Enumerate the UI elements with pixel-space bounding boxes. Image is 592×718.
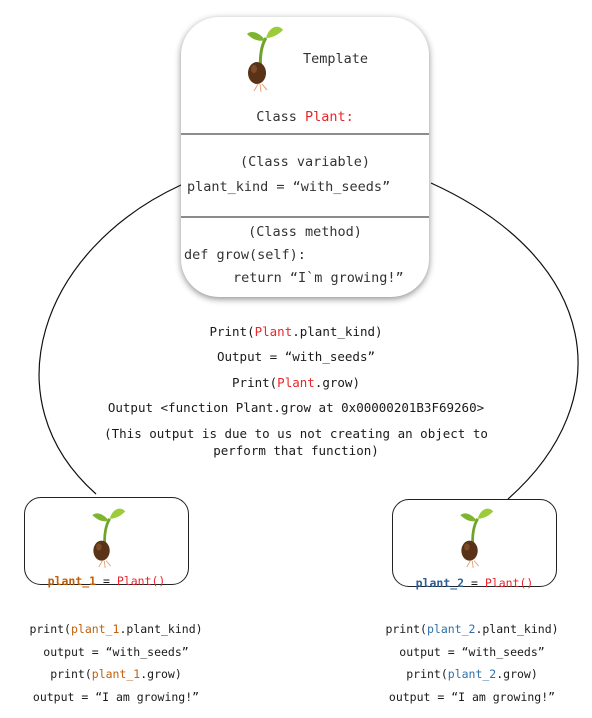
class-name: Plant: bbox=[305, 109, 354, 125]
class-method-label: (Class method) bbox=[248, 224, 362, 240]
instance-plant-1-box: plant_1 = Plant() bbox=[24, 497, 189, 588]
template-title: Template bbox=[303, 51, 369, 67]
divider bbox=[181, 216, 429, 218]
divider bbox=[181, 133, 429, 135]
instance-1-print-grow: print(plant_1.grow) bbox=[50, 667, 182, 681]
class-variable-code: plant_kind = “with_seeds” bbox=[187, 179, 391, 195]
instance-1-print-kind: print(plant_1.plant_kind) bbox=[29, 622, 203, 636]
instance-1-var: plant_1 bbox=[47, 574, 97, 588]
connector-left bbox=[38, 184, 182, 495]
instance-2-print-kind: print(plant_2.plant_kind) bbox=[385, 622, 559, 636]
note-line-2: perform that function) bbox=[213, 443, 379, 458]
class-name: Plant bbox=[277, 375, 315, 390]
note-line-1: (This output is due to us not creating a… bbox=[104, 426, 488, 441]
constructor-call: Plant() bbox=[116, 574, 166, 588]
connector-right bbox=[430, 182, 579, 500]
instance-2-assignment: plant_2 = Plant() bbox=[415, 576, 534, 590]
sprout-seed-icon bbox=[92, 508, 126, 568]
output-class-variable: Output = “with_seeds” bbox=[216, 349, 376, 364]
instance-2-output-kind: output = “with_seeds” bbox=[399, 645, 545, 659]
instance-1-assignment: plant_1 = Plant() bbox=[47, 574, 166, 588]
output-class-method: Output <function Plant.grow at 0x0000020… bbox=[107, 400, 485, 415]
template-class-card: Template Class Plant: (Class variable) p… bbox=[181, 17, 429, 297]
instance-1-output-kind: output = “with_seeds” bbox=[43, 645, 189, 659]
class-declaration: Class Plant: bbox=[181, 109, 429, 125]
sprout-seed-icon bbox=[460, 508, 494, 568]
class-name: Plant bbox=[254, 324, 293, 339]
sprout-seed-icon bbox=[247, 26, 283, 93]
instance-2-print-grow: print(plant_2.grow) bbox=[406, 667, 538, 681]
method-def: def grow(self): bbox=[184, 247, 306, 263]
instance-plant-2-box: plant_2 = Plant() bbox=[392, 499, 557, 590]
instance-2-output-grow: output = “I am growing!” bbox=[388, 690, 556, 704]
print-class-variable: Print(Plant.plant_kind) bbox=[209, 324, 383, 339]
instance-1-output-grow: output = “I am growing!” bbox=[32, 690, 200, 704]
method-return: return “I`m growing!” bbox=[233, 270, 404, 286]
constructor-call: Plant() bbox=[484, 576, 534, 590]
class-keyword: Class bbox=[256, 109, 305, 125]
instance-2-var: plant_2 bbox=[415, 576, 465, 590]
print-class-method: Print(Plant.grow) bbox=[232, 375, 360, 390]
class-variable-label: (Class variable) bbox=[239, 154, 371, 170]
